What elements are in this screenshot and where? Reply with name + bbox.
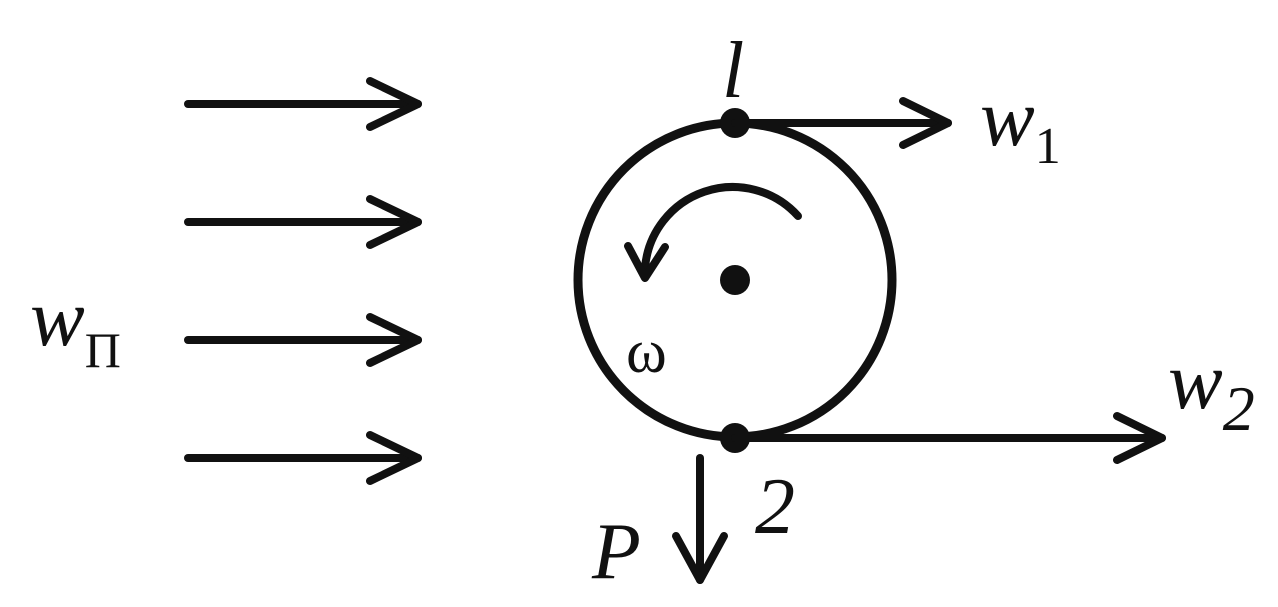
force-label: P — [591, 508, 641, 596]
force-arrow-icon — [672, 454, 728, 584]
velocity-top-subscript: 1 — [1035, 118, 1061, 175]
flow-arrow-4-icon — [184, 431, 422, 485]
flow-arrow-3-icon — [184, 313, 422, 367]
flow-velocity-subscript: П — [85, 322, 121, 378]
velocity-bottom-subscript: 2 — [1223, 373, 1255, 444]
flow-arrow-1-icon — [184, 77, 422, 131]
incoming-flow-arrows — [184, 77, 422, 485]
flow-velocity-main: w — [30, 272, 85, 363]
velocity-bottom-label: w2 — [1168, 335, 1255, 444]
point-bottom-label: 2 — [755, 463, 795, 551]
angular-velocity-label: ω — [626, 318, 667, 386]
point-top-label: l — [722, 27, 744, 115]
flow-arrow-2-icon — [184, 195, 422, 249]
rotation-arrow-icon — [624, 183, 802, 282]
flow-velocity-label: wП — [30, 272, 121, 378]
velocity-bottom-main: w — [1168, 335, 1223, 426]
velocity-top-arrow-icon — [731, 97, 952, 149]
cylinder-center-dot — [720, 265, 750, 295]
velocity-top-label: w1 — [980, 72, 1061, 175]
velocity-top-main: w — [980, 72, 1035, 163]
velocity-bottom-arrow-icon — [731, 412, 1166, 464]
